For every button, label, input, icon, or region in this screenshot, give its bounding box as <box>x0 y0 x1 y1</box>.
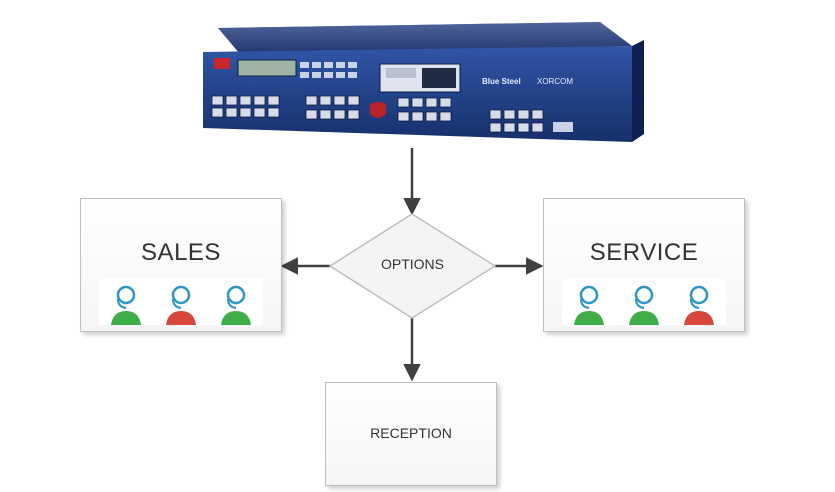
sales-title: SALES <box>141 239 221 266</box>
agent-green-icon <box>628 285 659 325</box>
agent-red-icon <box>683 285 714 325</box>
options-diamond <box>328 213 497 319</box>
agent-red-icon <box>165 285 196 325</box>
agent-green-icon <box>574 285 605 325</box>
reception-node: RECEPTION <box>325 382 497 486</box>
service-node: SERVICE <box>543 198 745 332</box>
device-vendor-text: XORCOM <box>537 77 573 86</box>
options-label: OPTIONS <box>380 256 444 272</box>
device-brand-text: Blue Steel <box>482 77 521 86</box>
service-title: SERVICE <box>589 239 699 266</box>
agent-green-icon <box>111 285 142 325</box>
sales-agents <box>99 279 263 325</box>
pbx-device-image: Blue Steel XORCOM <box>203 22 644 142</box>
service-agents <box>562 279 726 325</box>
sales-node: SALES <box>80 198 282 332</box>
reception-title: RECEPTION <box>370 425 452 441</box>
agent-green-icon <box>220 285 251 325</box>
